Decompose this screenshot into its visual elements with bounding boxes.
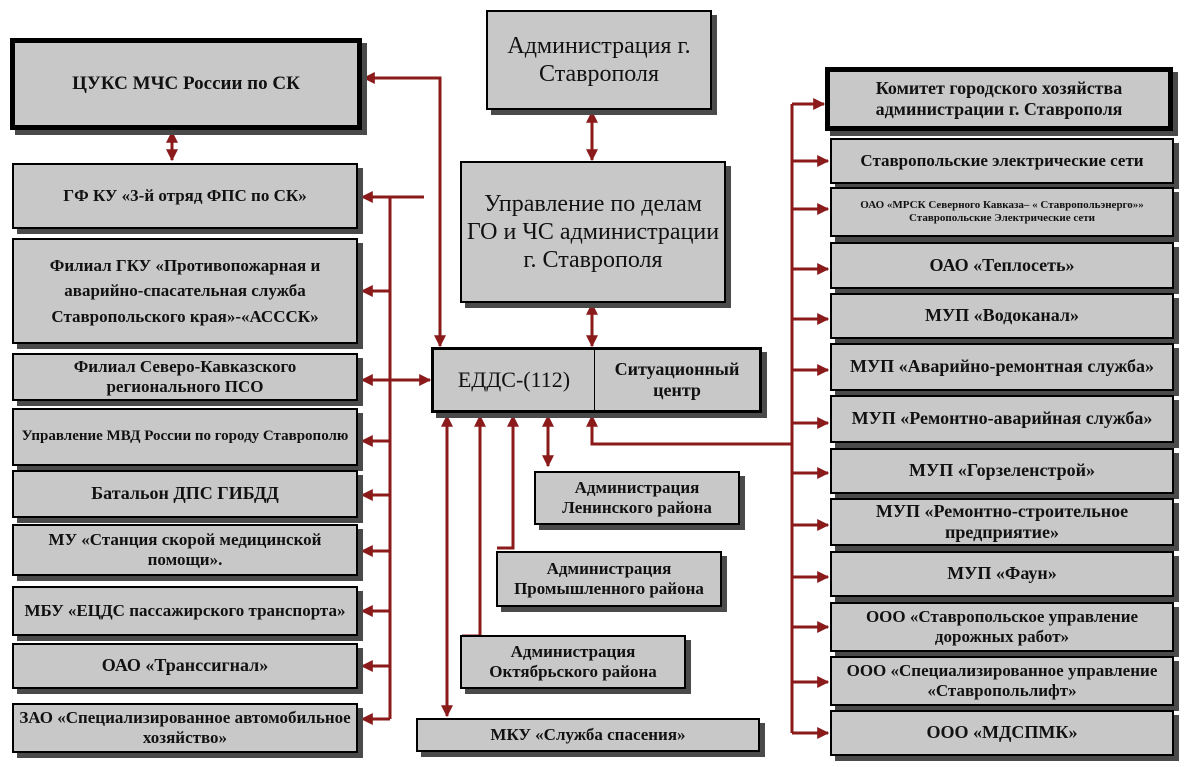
right-item: ООО «Ставропольское управление дорожных … <box>830 602 1174 652</box>
prom-admin-box: Администрация Промышленного района <box>496 551 722 607</box>
right-item: МУП «Горзеленстрой» <box>830 448 1174 494</box>
right-item: МУП «Фаун» <box>830 551 1174 597</box>
left-item: Батальон ДПС ГИБДД <box>12 470 358 518</box>
right-item: ООО «Специализированное управление «Став… <box>830 656 1174 706</box>
right-item: Ставропольские электрические сети <box>830 138 1174 184</box>
right-item: ООО «МДСПМК» <box>830 710 1174 756</box>
right-item: МУП «Аварийно-ремонтная служба» <box>830 343 1174 391</box>
arrow-edds-oktyabr <box>462 414 486 638</box>
right-item: МУП «Ремонтно-строительное предприятие» <box>830 498 1174 546</box>
left-item: ГФ КУ «3-й отряд ФПС по СК» <box>12 163 358 229</box>
mrsk-box: ОАО «МРСК Северного Кавказа– « Ставропол… <box>830 187 1174 237</box>
right-item: ОАО «Теплосеть» <box>830 242 1174 289</box>
go-chs-label: Управление по делам ГО и ЧС администраци… <box>466 190 720 274</box>
edds-divider <box>594 350 595 410</box>
left-item: Филиал ГКУ «Противопожарная и аварийно-с… <box>12 238 358 344</box>
left-item: МУ «Станция скорой медицинской помощи». <box>12 524 358 576</box>
edds-box: ЕДДС-(112) Ситуационный центр <box>431 347 762 413</box>
right-item: МУП «Водоканал» <box>830 293 1174 339</box>
left-item: МБУ «ЕЦДС пассажирского транспорта» <box>12 586 358 636</box>
arrow-edds-prom <box>497 414 519 550</box>
admin-city-box: Администрация г. Ставрополя <box>486 10 712 110</box>
left-item: ОАО «Транссигнал» <box>12 643 358 689</box>
tsuks-box: ЦУКС МЧС России по СК <box>10 38 362 130</box>
arrow-tsuks-edds <box>362 72 446 348</box>
lenin-admin-box: Администрация Ленинского района <box>534 471 740 525</box>
right-item: МУП «Ремонтно-аварийная служба» <box>830 395 1174 443</box>
admin-city-label: Администрация г. Ставрополя <box>507 32 691 87</box>
oktyabr-admin-box: Администрация Октябрьского района <box>460 635 686 689</box>
rescue-service-box: МКУ «Служба спасения» <box>416 718 760 752</box>
edds-label: ЕДДС-(112) <box>457 367 571 393</box>
tsuks-label: ЦУКС МЧС России по СК <box>72 72 300 94</box>
go-chs-box: Управление по делам ГО и ЧС администраци… <box>460 161 726 303</box>
arrow-edds-right-bus <box>586 414 792 446</box>
left-item: Филиал Северо-Кавказского регионального … <box>12 353 358 401</box>
committee-box: Комитет городского хозяйства администрац… <box>825 67 1173 131</box>
situation-center-label: Ситуационный центр <box>614 358 740 400</box>
left-item: Управление МВД России по городу Ставропо… <box>12 408 358 466</box>
left-item: ЗАО «Специализированное автомобильное хо… <box>12 703 358 753</box>
